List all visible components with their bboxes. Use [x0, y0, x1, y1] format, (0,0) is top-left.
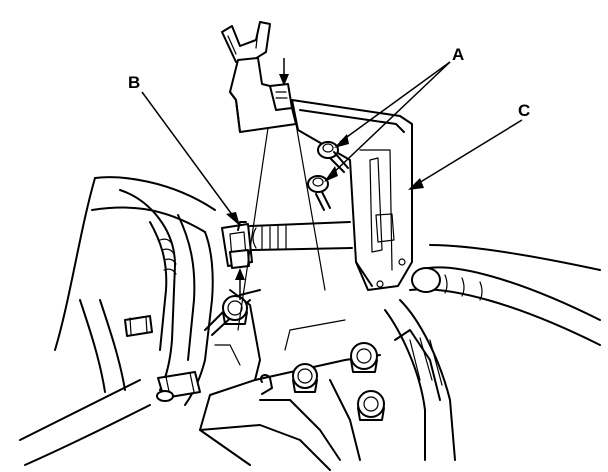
callout-label-a: A: [452, 45, 464, 64]
harness-connector-top: [221, 21, 297, 133]
bracket-c: [291, 99, 413, 291]
bolt-center: [292, 363, 318, 393]
engine-block: [199, 289, 381, 471]
left-hoses: [19, 176, 216, 466]
top-connector-arrow: [279, 58, 289, 86]
bolt-a-lower: [307, 175, 331, 211]
leader-a: [324, 61, 451, 182]
bolt-right-upper: [350, 342, 378, 373]
harness-clip-b: [221, 221, 253, 269]
hose-clamp-upper: [124, 315, 153, 337]
bolt-right-lower: [357, 390, 385, 421]
leader-b: [141, 91, 240, 226]
hose-clamp-lower: [156, 371, 201, 402]
right-manifold: [329, 244, 601, 461]
callout-label-b: B: [128, 73, 140, 92]
leader-c: [408, 119, 523, 190]
clip-b-direction-arrow: [235, 268, 245, 300]
engine-bolts: [222, 295, 385, 421]
wire-harness: [249, 221, 353, 251]
callout-label-c: C: [518, 101, 530, 120]
guide-lines: [237, 123, 346, 351]
bolt-left: [222, 295, 248, 325]
bolt-a-upper: [317, 141, 349, 173]
